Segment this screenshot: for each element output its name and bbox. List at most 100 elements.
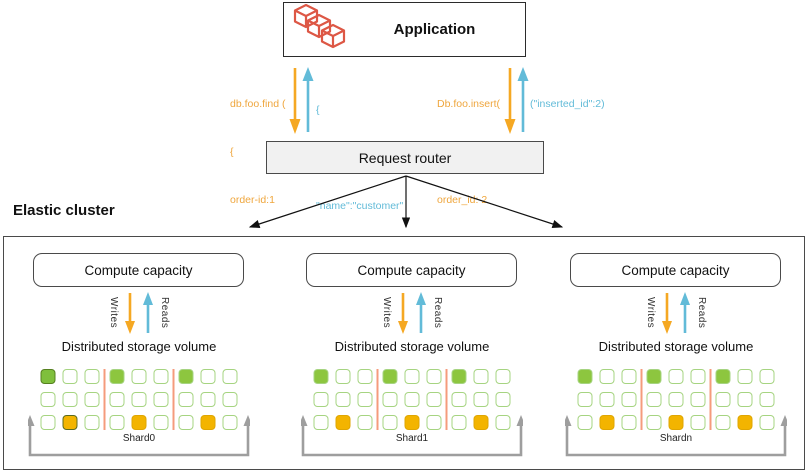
storage-segment-cell: [178, 392, 194, 407]
group-separator-line: [172, 369, 175, 430]
storage-segment-cell: [84, 369, 100, 384]
storage-segment-cell: [40, 392, 56, 407]
application-cubes-icon: [292, 3, 354, 56]
storage-segment-cell: [178, 415, 194, 430]
shard-column-0: Compute capacity Writes Reads Distribute…: [25, 236, 253, 472]
storage-segment-cell: [131, 415, 147, 430]
storage-segment-cell: [335, 415, 351, 430]
storage-segment-cell: [153, 369, 169, 384]
storage-segment-cell: [668, 415, 684, 430]
distributed-storage-volume-label: Distributed storage volume: [598, 339, 754, 354]
storage-segment-cell: [621, 392, 637, 407]
storage-segment-cell: [599, 415, 615, 430]
group-separator-line: [640, 369, 643, 430]
application-box: Application: [283, 2, 526, 57]
insert-response-code: ("inserted_id":2): [530, 98, 605, 110]
storage-segment-cell: [382, 369, 398, 384]
storage-segment-cell: [646, 392, 662, 407]
application-label: Application: [393, 21, 476, 38]
shard-name-label: Shard0: [122, 433, 156, 444]
reads-arrow-icon: [143, 292, 153, 333]
compute-capacity-label: Compute capacity: [84, 262, 193, 278]
shard-name-label: Shardn: [659, 433, 693, 444]
storage-segment-cell: [335, 392, 351, 407]
storage-segment-cell: [737, 369, 753, 384]
writes-label: Writes: [645, 297, 656, 329]
writes-reads-arrows: Writes Reads: [300, 290, 524, 336]
compute-capacity-box: Compute capacity: [570, 253, 781, 287]
storage-segment-cell: [200, 415, 216, 430]
write-request-arrow: [288, 65, 302, 140]
storage-segment-cell: [646, 415, 662, 430]
storage-segment-cell: [737, 392, 753, 407]
storage-segment-cell: [495, 392, 511, 407]
compute-capacity-label: Compute capacity: [357, 262, 466, 278]
storage-segment-cell: [153, 392, 169, 407]
writes-label: Writes: [381, 297, 392, 329]
group-separator-line: [376, 369, 379, 430]
storage-segment-cell: [690, 392, 706, 407]
storage-segment-cell: [473, 415, 489, 430]
storage-segment-group: [109, 369, 169, 430]
storage-segment-cell: [599, 369, 615, 384]
storage-segment-group: [577, 369, 637, 430]
read-response-arrow: [301, 65, 315, 140]
storage-segment-cell: [62, 392, 78, 407]
storage-segments-grid: [313, 369, 511, 430]
storage-segment-cell: [451, 392, 467, 407]
reads-arrow-icon: [416, 292, 426, 333]
shard-name-label: Shard1: [395, 433, 429, 444]
storage-segment-cell: [40, 415, 56, 430]
storage-segment-cell: [759, 392, 775, 407]
storage-segment-cell: [222, 392, 238, 407]
storage-segment-cell: [577, 369, 593, 384]
compute-capacity-box: Compute capacity: [306, 253, 517, 287]
storage-segment-cell: [715, 369, 731, 384]
storage-segment-cell: [577, 392, 593, 407]
reads-label: Reads: [696, 297, 707, 329]
storage-segment-cell: [382, 415, 398, 430]
storage-segment-cell: [495, 369, 511, 384]
storage-segment-cell: [313, 415, 329, 430]
storage-segment-group: [646, 369, 706, 430]
writes-arrow-icon: [398, 293, 408, 334]
storage-segment-group: [313, 369, 373, 430]
storage-segment-cell: [404, 392, 420, 407]
storage-segment-cell: [715, 392, 731, 407]
storage-segment-cell: [109, 392, 125, 407]
storage-segment-group: [715, 369, 775, 430]
storage-segment-cell: [599, 392, 615, 407]
storage-segment-cell: [200, 392, 216, 407]
storage-segment-cell: [451, 415, 467, 430]
group-separator-line: [103, 369, 106, 430]
storage-segment-cell: [357, 392, 373, 407]
storage-segments-grid: [577, 369, 775, 430]
writes-reads-arrows: Writes Reads: [564, 290, 788, 336]
writes-arrow-icon: [662, 293, 672, 334]
storage-segment-cell: [404, 415, 420, 430]
storage-segment-cell: [404, 369, 420, 384]
storage-segment-cell: [131, 369, 147, 384]
storage-segment-cell: [335, 369, 351, 384]
storage-segment-cell: [451, 369, 467, 384]
storage-segment-cell: [109, 415, 125, 430]
storage-segment-cell: [84, 392, 100, 407]
request-router-box: Request router: [266, 141, 544, 174]
storage-segment-cell: [473, 369, 489, 384]
writes-arrow-icon: [125, 293, 135, 334]
storage-segment-cell: [646, 369, 662, 384]
storage-segment-cell: [62, 369, 78, 384]
writes-reads-arrows: Writes Reads: [27, 290, 251, 336]
group-separator-line: [709, 369, 712, 430]
storage-segment-cell: [426, 392, 442, 407]
storage-segment-cell: [621, 369, 637, 384]
writes-label: Writes: [108, 297, 119, 329]
storage-segment-cell: [200, 369, 216, 384]
reads-arrow-icon: [680, 292, 690, 333]
storage-segment-cell: [222, 415, 238, 430]
storage-segments-grid: [40, 369, 238, 430]
storage-segment-cell: [668, 392, 684, 407]
elastic-cluster-label: Elastic cluster: [13, 202, 115, 219]
read-response-arrow: [516, 65, 530, 140]
